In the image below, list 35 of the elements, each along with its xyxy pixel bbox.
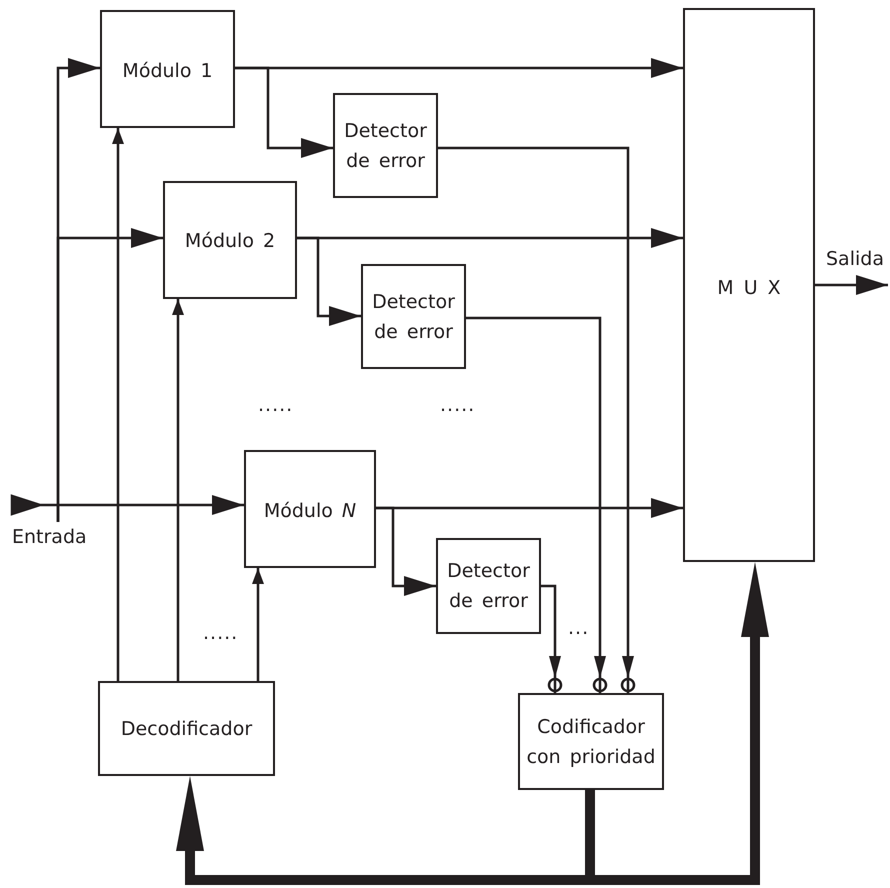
- edge-label: Salida: [826, 248, 884, 270]
- block-label: Módulo N: [262, 499, 358, 524]
- block-label: Decodificador: [120, 716, 254, 742]
- block-box: [98, 681, 275, 776]
- arrow: [252, 568, 264, 681]
- block-label: Codificador con prioridad: [526, 714, 656, 770]
- block-box: [518, 693, 664, 790]
- block-label: Detector de error: [371, 290, 456, 344]
- block-label: Detector de error: [343, 118, 428, 174]
- block-box: [361, 264, 466, 369]
- arrow: [297, 236, 361, 326]
- arrow: [112, 128, 124, 681]
- arrow: [541, 584, 562, 693]
- arrow: [235, 66, 333, 158]
- ellipsis-text: ...: [568, 617, 590, 639]
- arrow: [815, 275, 888, 295]
- block-box: [683, 8, 815, 562]
- block-label: Módulo 1: [121, 59, 214, 84]
- block-box: [244, 450, 376, 568]
- block-box: [333, 93, 438, 198]
- arrow: [376, 506, 436, 596]
- arrow: [172, 299, 184, 681]
- ellipsis-text: .....: [203, 622, 238, 644]
- block-box: [100, 10, 235, 128]
- block-label: M U X: [716, 276, 782, 301]
- block-label: Detector de error: [446, 559, 531, 614]
- arrow: [466, 316, 608, 693]
- arrow: [438, 146, 636, 693]
- input-label: Entrada: [11, 525, 88, 550]
- block-label: Módulo 2: [184, 229, 276, 254]
- block-box: [163, 181, 297, 299]
- ellipsis-text: .....: [258, 394, 294, 416]
- arrow: [56, 495, 244, 522]
- ellipsis-text: .....: [440, 394, 476, 416]
- block-box: [436, 538, 541, 634]
